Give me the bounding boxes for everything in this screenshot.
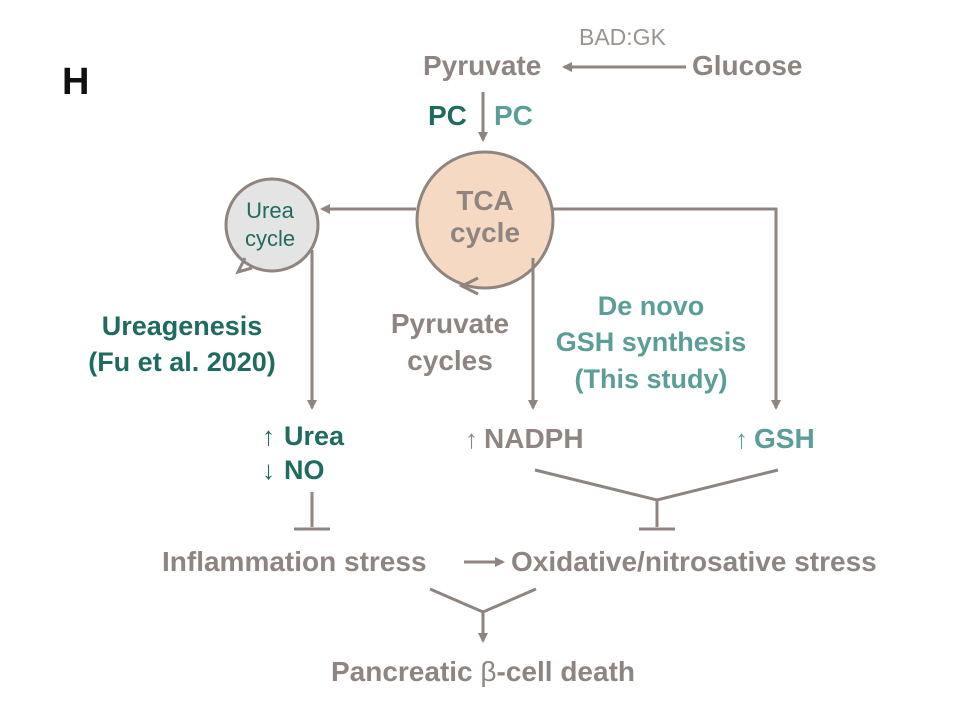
- ureagenesis-label-line2: (Fu et al. 2020): [88, 347, 276, 377]
- tca-cycle-circle: [415, 150, 555, 290]
- panel-letter: H: [62, 61, 89, 103]
- tca-cycle-arrow-icon: [458, 276, 479, 296]
- nadph-up-arrow-icon: ↑: [465, 424, 478, 454]
- pyruvate-cycles-label-line2: cycles: [407, 345, 493, 376]
- urea-up-arrow-icon: ↑: [262, 421, 275, 451]
- gsh-output-label: GSH: [754, 423, 815, 454]
- urea-cycle-label-line1: Urea: [246, 198, 294, 223]
- pc-label-right: PC: [494, 100, 533, 131]
- gsh-up-arrow-icon: ↑: [735, 424, 748, 454]
- enzyme-label-bad-gk: BAD:GK: [579, 24, 667, 50]
- urea-output-label: Urea: [284, 421, 345, 451]
- nadph-gsh-merge-lines: [534, 468, 779, 502]
- beta-cell-death-label: Pancreatic β-cell death: [331, 656, 635, 687]
- urea-cycle-arrow-icon: [235, 257, 253, 275]
- beta-cell-death-suffix: -cell death: [497, 656, 635, 687]
- gsh-synthesis-label-line3: (This study): [575, 364, 728, 394]
- beta-symbol: β: [480, 656, 496, 687]
- pyruvate-cycles-label-line1: Pyruvate: [391, 308, 509, 339]
- beta-cell-death-prefix: Pancreatic: [331, 656, 480, 687]
- gsh-synthesis-label-line2: GSH synthesis: [556, 327, 747, 357]
- nadph-output-label: NADPH: [484, 423, 584, 454]
- tca-to-gsh-arrow: [553, 207, 781, 410]
- pc-label-left: PC: [428, 100, 467, 131]
- pyruvate-label: Pyruvate: [423, 50, 541, 81]
- oxidative-stress-label: Oxidative/nitrosative stress: [511, 546, 877, 577]
- no-output-label: NO: [284, 455, 325, 485]
- tca-label-line2: cycle: [450, 217, 520, 248]
- ureagenesis-label-line1: Ureagenesis: [102, 311, 263, 341]
- inflammation-stress-label: Inflammation stress: [162, 546, 427, 577]
- glucose-label: Glucose: [692, 50, 802, 81]
- tca-label-line1: TCA: [456, 185, 514, 216]
- stress-merge-lines: [429, 587, 537, 614]
- gsh-synthesis-label-line1: De novo: [598, 291, 705, 321]
- urea-cycle-label-line2: cycle: [245, 226, 295, 251]
- no-down-arrow-icon: ↓: [262, 455, 275, 485]
- urea-cycle-circle: [224, 177, 320, 273]
